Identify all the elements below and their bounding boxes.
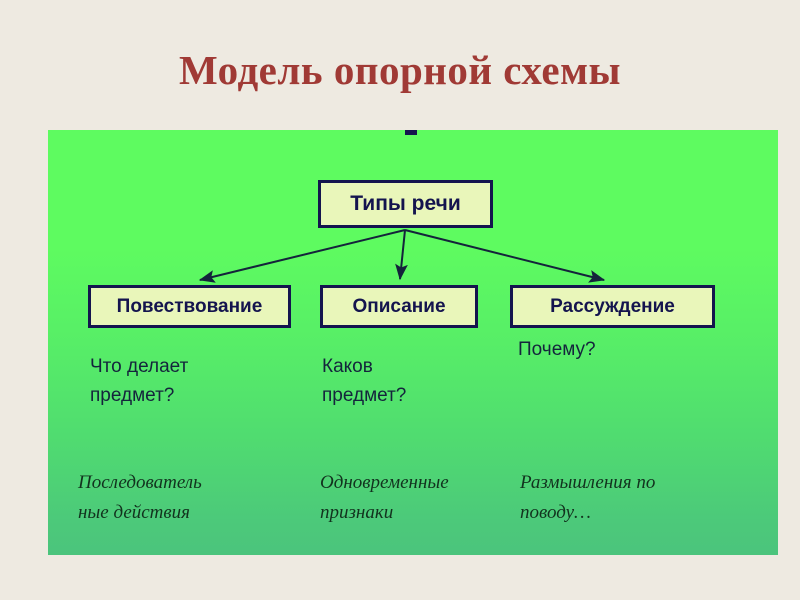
- descriptor-rassuzhdenie: Размышления по поводу…: [520, 472, 656, 523]
- question-povestvovanie: Что делает предмет?: [90, 356, 189, 406]
- node-opisanie[interactable]: Описание: [320, 285, 478, 328]
- node-povestvovanie[interactable]: Повествование: [88, 285, 291, 328]
- node-root-tipy-rechi[interactable]: Типы речи: [318, 180, 493, 228]
- node-root-label: Типы речи: [350, 192, 461, 215]
- node-rassuzhdenie-label: Рассуждение: [550, 295, 675, 317]
- question-opisanie: Каков предмет?: [322, 356, 407, 406]
- question-rassuzhdenie: Почему?: [518, 339, 596, 360]
- page-title: Модель опорной схемы: [178, 47, 622, 93]
- node-opisanie-label: Описание: [352, 295, 446, 317]
- arrow-to-rassuzhdenie: [404, 229, 606, 283]
- cropped-text-artifact: [405, 130, 417, 135]
- node-povestvovanie-label: Повествование: [116, 295, 263, 317]
- arrow-to-povestvovanie: [198, 229, 406, 283]
- arrow-to-opisanie: [395, 229, 408, 281]
- node-rassuzhdenie[interactable]: Рассуждение: [510, 285, 715, 328]
- descriptor-povestvovanie: Последователь ные действия: [78, 472, 202, 523]
- descriptor-opisanie: Одновременные признаки: [320, 472, 449, 523]
- diagram-panel: Типы речи Повествование Описание Рассужд…: [48, 130, 778, 555]
